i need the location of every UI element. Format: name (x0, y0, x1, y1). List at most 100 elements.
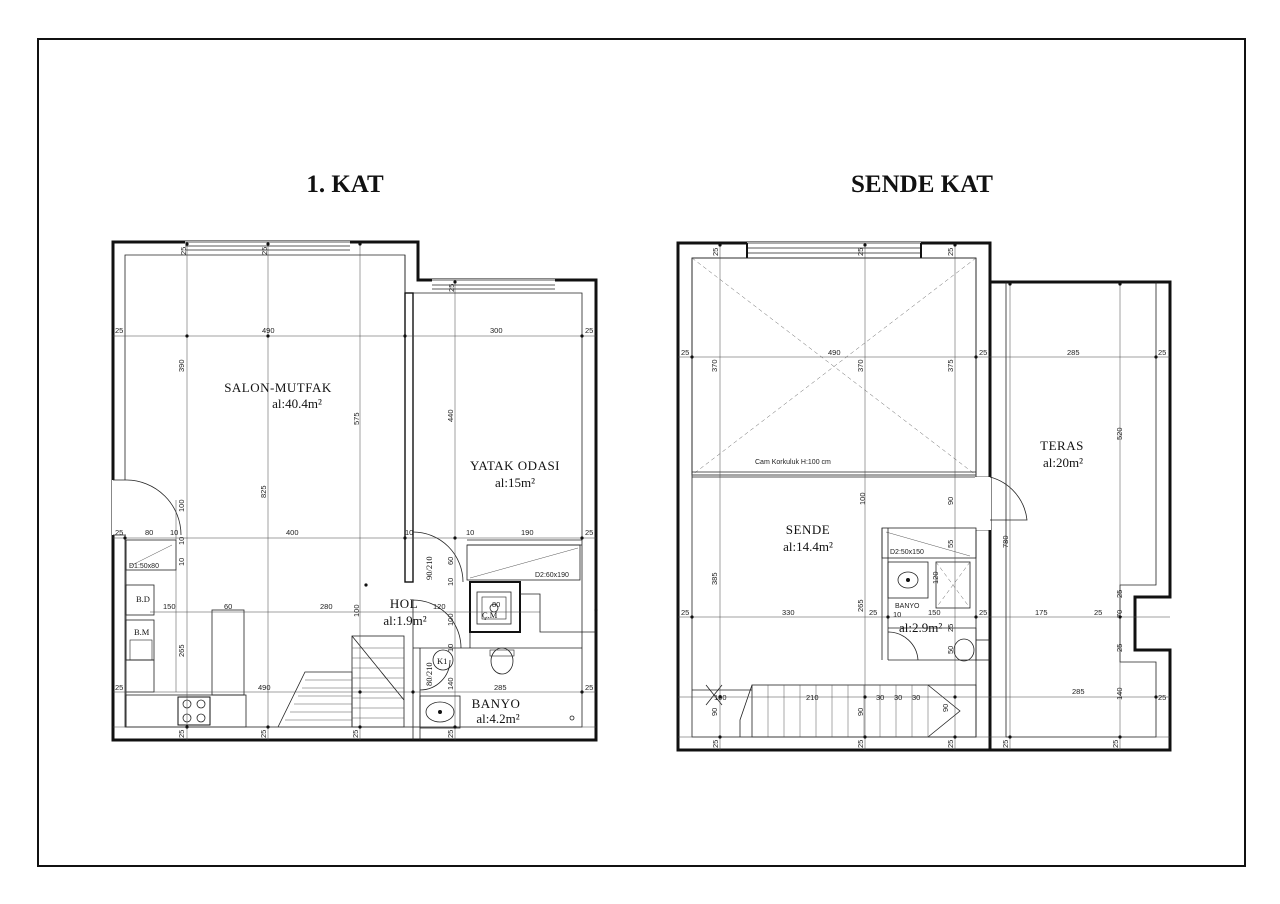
dimension-label: 25 (260, 247, 269, 255)
dimension-label: 30 (876, 693, 884, 702)
fixture-d1: D1:50x80 (129, 563, 159, 570)
room-banyo2-name: BANYO (895, 603, 920, 610)
floor-2-walls (676, 241, 1172, 752)
floor-2-dimension-lines (678, 243, 1170, 750)
dimension-label: 10 (177, 537, 186, 545)
dimension-label: 120 (931, 571, 940, 584)
dimension-label: 90 (856, 708, 865, 716)
room-yatak-name: YATAK ODASI (470, 458, 560, 473)
dimension-label: 400 (286, 528, 299, 537)
dimension-label: 175 (1035, 608, 1048, 617)
door-label-90-210: 90/210 (424, 556, 434, 580)
dimension-label: 300 (490, 326, 503, 335)
dimension-label: 25 (681, 348, 689, 357)
dimension-label: 100 (177, 499, 186, 512)
dimension-label: 10 (177, 558, 186, 566)
floor-2-dimensions: 25 25 25 25 490 25 285 25 25 330 25 150 … (681, 248, 1166, 748)
dimension-label: 55 (946, 540, 955, 548)
dimension-label: 330 (782, 608, 795, 617)
dimension-label: 25 (711, 740, 720, 748)
floor-2-title: SENDE KAT (851, 171, 993, 198)
dimension-label: 100 (352, 604, 361, 617)
dimension-label: 90 (941, 704, 950, 712)
dimension-label: 140 (446, 677, 455, 690)
dimension-label: 10 (170, 528, 178, 537)
dimension-label: 575 (352, 412, 361, 425)
fixture-cm: Ç.M (482, 610, 498, 620)
dimension-label: 490 (828, 348, 841, 357)
dimension-label: 50 (946, 646, 955, 654)
dimension-label: 25 (115, 683, 123, 692)
dimension-label: 280 (320, 602, 333, 611)
dimension-label: 440 (446, 409, 455, 422)
dimension-label: 385 (710, 572, 719, 585)
dimension-label: 10 (446, 644, 455, 652)
fixture-k1: K1 (437, 656, 447, 666)
room-hol-area: al:1.9m² (383, 613, 426, 628)
dimension-label: 25 (1111, 740, 1120, 748)
room-sende-name: SENDE (786, 522, 830, 537)
room-banyo-name: BANYO (472, 696, 521, 711)
dimension-label: 25 (979, 348, 987, 357)
dimension-label: 25 (585, 528, 593, 537)
dimension-label: 100 (714, 693, 727, 702)
dimension-label: 30 (912, 693, 920, 702)
dimension-label: 25 (177, 730, 186, 738)
dimension-label: 285 (1067, 348, 1080, 357)
dimension-label: 100 (446, 613, 455, 626)
dimension-label: 265 (177, 644, 186, 657)
fixture-d2: D2:60x190 (535, 572, 569, 579)
dimension-label: 25 (1158, 693, 1166, 702)
floor-1-title: 1. KAT (306, 171, 384, 198)
dimension-label: 375 (946, 359, 955, 372)
dimension-label: 10 (446, 578, 455, 586)
room-hol-name: HOL (390, 596, 418, 611)
dimension-label: 25 (115, 528, 123, 537)
dimension-label: 80 (492, 600, 500, 609)
dimension-label: 25 (447, 284, 456, 292)
dimension-label: 150 (163, 602, 176, 611)
dimension-label: 10 (466, 528, 474, 537)
fixture-bd: B.D (136, 594, 150, 604)
dimension-label: 265 (856, 599, 865, 612)
dimension-label: 780 (1001, 535, 1010, 548)
floor-1-dimension-lines (113, 242, 598, 740)
dimension-label: 825 (259, 485, 268, 498)
dimension-label: 70 (1115, 610, 1124, 618)
dimension-label: 190 (521, 528, 534, 537)
floor-2-stairs (692, 684, 977, 738)
floor-1-dimensions: 25 25 25 25 490 300 25 25 80 10 400 10 1… (115, 247, 593, 738)
dimension-label: 140 (1115, 687, 1124, 700)
dimension-label: 25 (946, 248, 955, 256)
room-teras-name: TERAS (1040, 438, 1084, 453)
dimension-label: 25 (681, 608, 689, 617)
dimension-label: 25 (856, 248, 865, 256)
dimension-label: 520 (1115, 427, 1124, 440)
dimension-label: 25 (711, 248, 720, 256)
dimension-label: 150 (928, 608, 941, 617)
dimension-label: 370 (856, 359, 865, 372)
dimension-label: 25 (1158, 348, 1166, 357)
dimension-label: 25 (946, 740, 955, 748)
floor-1-walls (111, 240, 598, 742)
dimension-label: 60 (224, 602, 232, 611)
railing-label: Cam Korkuluk H:100 cm (755, 459, 831, 466)
dimension-label: 25 (585, 683, 593, 692)
dimension-label: 30 (894, 693, 902, 702)
dimension-label: 25 (1115, 644, 1124, 652)
dimension-label: 25 (259, 730, 268, 738)
dimension-label: 25 (446, 730, 455, 738)
dimension-label: 25 (1115, 590, 1124, 598)
floor-1-plan: 1. KAT (111, 171, 598, 742)
fixture-d2-sende: D2:50x150 (890, 549, 924, 556)
room-banyo2-area: al:2.9m² (899, 620, 942, 635)
dimension-label: 100 (858, 492, 867, 505)
dimension-label: 25 (856, 740, 865, 748)
dimension-label: 370 (710, 359, 719, 372)
dimension-label: 25 (1094, 608, 1102, 617)
dimension-label: 210 (806, 693, 819, 702)
room-salon-name: SALON-MUTFAK (224, 380, 332, 395)
dimension-label: 90 (710, 708, 719, 716)
dimension-label: 25 (115, 326, 123, 335)
